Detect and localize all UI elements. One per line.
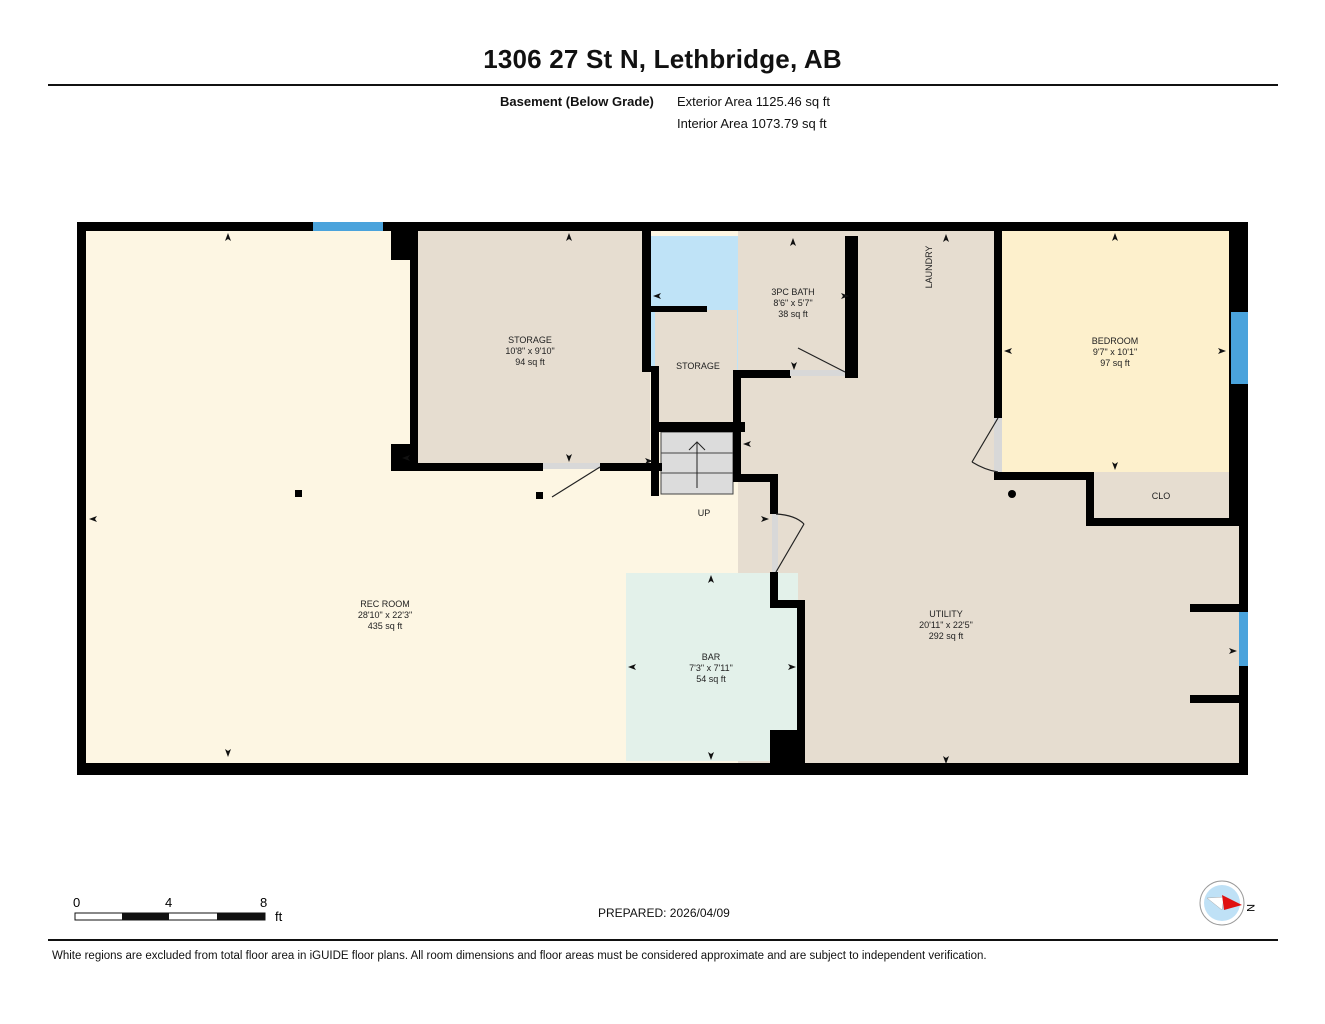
room-bedroom [1000, 230, 1230, 472]
window-rec-room [313, 222, 383, 231]
svg-text:STORAGE: STORAGE [676, 361, 720, 371]
svg-text:94 sq ft: 94 sq ft [515, 357, 545, 367]
svg-text:292 sq ft: 292 sq ft [929, 631, 964, 641]
scale-bar: 0 4 8 ft [73, 895, 283, 924]
window-bedroom [1231, 312, 1248, 384]
svg-text:54 sq ft: 54 sq ft [696, 674, 726, 684]
svg-text:20'11" x 22'5": 20'11" x 22'5" [919, 620, 973, 630]
window-utility [1239, 612, 1248, 666]
post-icon [536, 492, 543, 499]
walls [77, 222, 1248, 775]
room-closet [1092, 472, 1230, 520]
room-bar [626, 573, 798, 761]
svg-text:435 sq ft: 435 sq ft [368, 621, 403, 631]
svg-text:38 sq ft: 38 sq ft [778, 309, 808, 319]
dimension-markers [89, 233, 1237, 764]
room-labels: REC ROOM 28'10" x 22'3" 435 sq ft STORAG… [358, 246, 1170, 684]
svg-text:9'7" x 10'1": 9'7" x 10'1" [1093, 347, 1137, 357]
svg-text:UTILITY: UTILITY [929, 609, 963, 619]
svg-text:8: 8 [260, 895, 267, 910]
svg-text:7'3" x 7'11": 7'3" x 7'11" [689, 663, 733, 673]
stairs [660, 431, 734, 495]
exterior-area: Exterior Area 1125.46 sq ft [677, 94, 830, 109]
svg-text:97 sq ft: 97 sq ft [1100, 358, 1130, 368]
footer-divider [48, 939, 1278, 941]
svg-text:STORAGE: STORAGE [508, 335, 552, 345]
svg-text:8'6" x 5'7": 8'6" x 5'7" [773, 298, 812, 308]
interior-area: Interior Area 1073.79 sq ft [677, 116, 827, 131]
doors [543, 347, 1002, 573]
svg-text:10'8" x 9'10": 10'8" x 9'10" [505, 346, 554, 356]
page-title: 1306 27 St N, Lethbridge, AB [483, 44, 842, 74]
svg-text:LAUNDRY: LAUNDRY [924, 246, 934, 289]
svg-text:BAR: BAR [702, 652, 721, 662]
svg-text:BEDROOM: BEDROOM [1092, 336, 1139, 346]
prepared-date: PREPARED: 2026/04/09 [598, 906, 730, 920]
svg-text:UP: UP [698, 508, 711, 518]
svg-text:CLO: CLO [1152, 491, 1171, 501]
post-icon [295, 490, 302, 497]
drain-icon [1008, 490, 1016, 498]
svg-text:4: 4 [165, 895, 172, 910]
svg-text:N: N [1244, 904, 1256, 912]
floor-label: Basement (Below Grade) [500, 94, 654, 109]
svg-text:ft: ft [275, 909, 283, 924]
svg-text:0: 0 [73, 895, 80, 910]
disclaimer: White regions are excluded from total fl… [52, 950, 987, 962]
svg-text:28'10" x 22'3": 28'10" x 22'3" [358, 610, 412, 620]
svg-text:REC ROOM: REC ROOM [360, 599, 410, 609]
compass-icon: N [1199, 880, 1256, 926]
room-storage-small [655, 310, 737, 430]
svg-text:3PC BATH: 3PC BATH [771, 287, 814, 297]
header-divider [48, 84, 1278, 86]
room-storage-main [418, 230, 650, 465]
